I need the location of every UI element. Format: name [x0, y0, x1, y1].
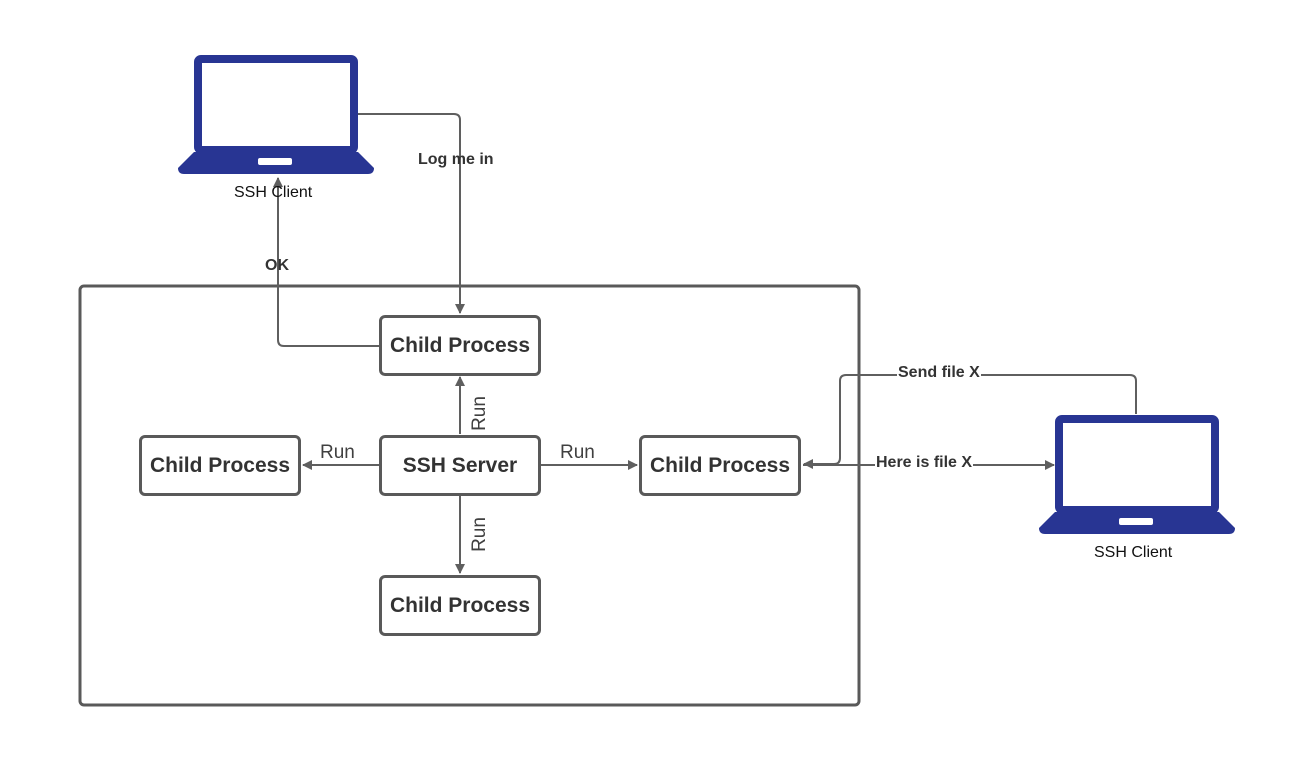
client-right-label: SSH Client — [1094, 544, 1173, 561]
run-left-label: Run — [320, 442, 355, 463]
server-container — [78, 284, 861, 707]
client-top-label: SSH Client — [234, 184, 313, 201]
send-file-label: Send file X — [897, 364, 981, 381]
laptop-icon — [178, 55, 374, 174]
login-connector — [357, 113, 465, 314]
ok-connector — [273, 177, 379, 347]
child-process-right[interactable]: Child Process — [639, 435, 801, 496]
ssh-server-node[interactable]: SSH Server — [379, 435, 541, 496]
run-bottom-label: Run — [468, 517, 490, 552]
child-process-bottom[interactable]: Child Process — [379, 575, 541, 636]
here-file-label: Here is file X — [875, 454, 974, 471]
run-right-label: Run — [560, 442, 595, 463]
child-process-left[interactable]: Child Process — [139, 435, 301, 496]
run-top-label: Run — [468, 396, 490, 431]
login-label: Log me in — [418, 151, 494, 168]
ok-label: OK — [265, 257, 289, 274]
laptop-icon — [1039, 415, 1235, 534]
send-file-connector — [803, 374, 1137, 469]
child-process-top[interactable]: Child Process — [379, 315, 541, 376]
